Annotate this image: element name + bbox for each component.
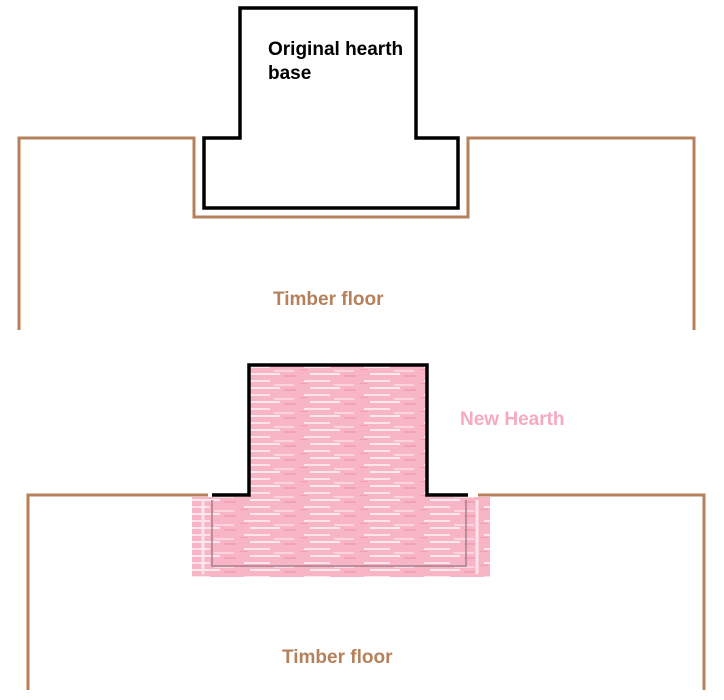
original-section bbox=[17, 6, 696, 330]
new-hearth-base-slab bbox=[192, 497, 490, 577]
new-hearth-outline bbox=[212, 363, 468, 497]
new-hearth-upper-block bbox=[249, 365, 427, 497]
timber-floor-label-top: Timber floor bbox=[273, 289, 384, 310]
timber-floor-bottom bbox=[26, 493, 706, 690]
new-hearth-recess-edge bbox=[211, 500, 467, 567]
new-hearth-label: New Hearth bbox=[460, 409, 565, 430]
new-section bbox=[26, 363, 706, 690]
original-hearth-outline bbox=[202, 6, 460, 210]
original-hearth-label: Original hearth base bbox=[268, 39, 404, 84]
timber-floor-top bbox=[17, 136, 696, 330]
timber-floor-label-bottom: Timber floor bbox=[282, 647, 393, 668]
